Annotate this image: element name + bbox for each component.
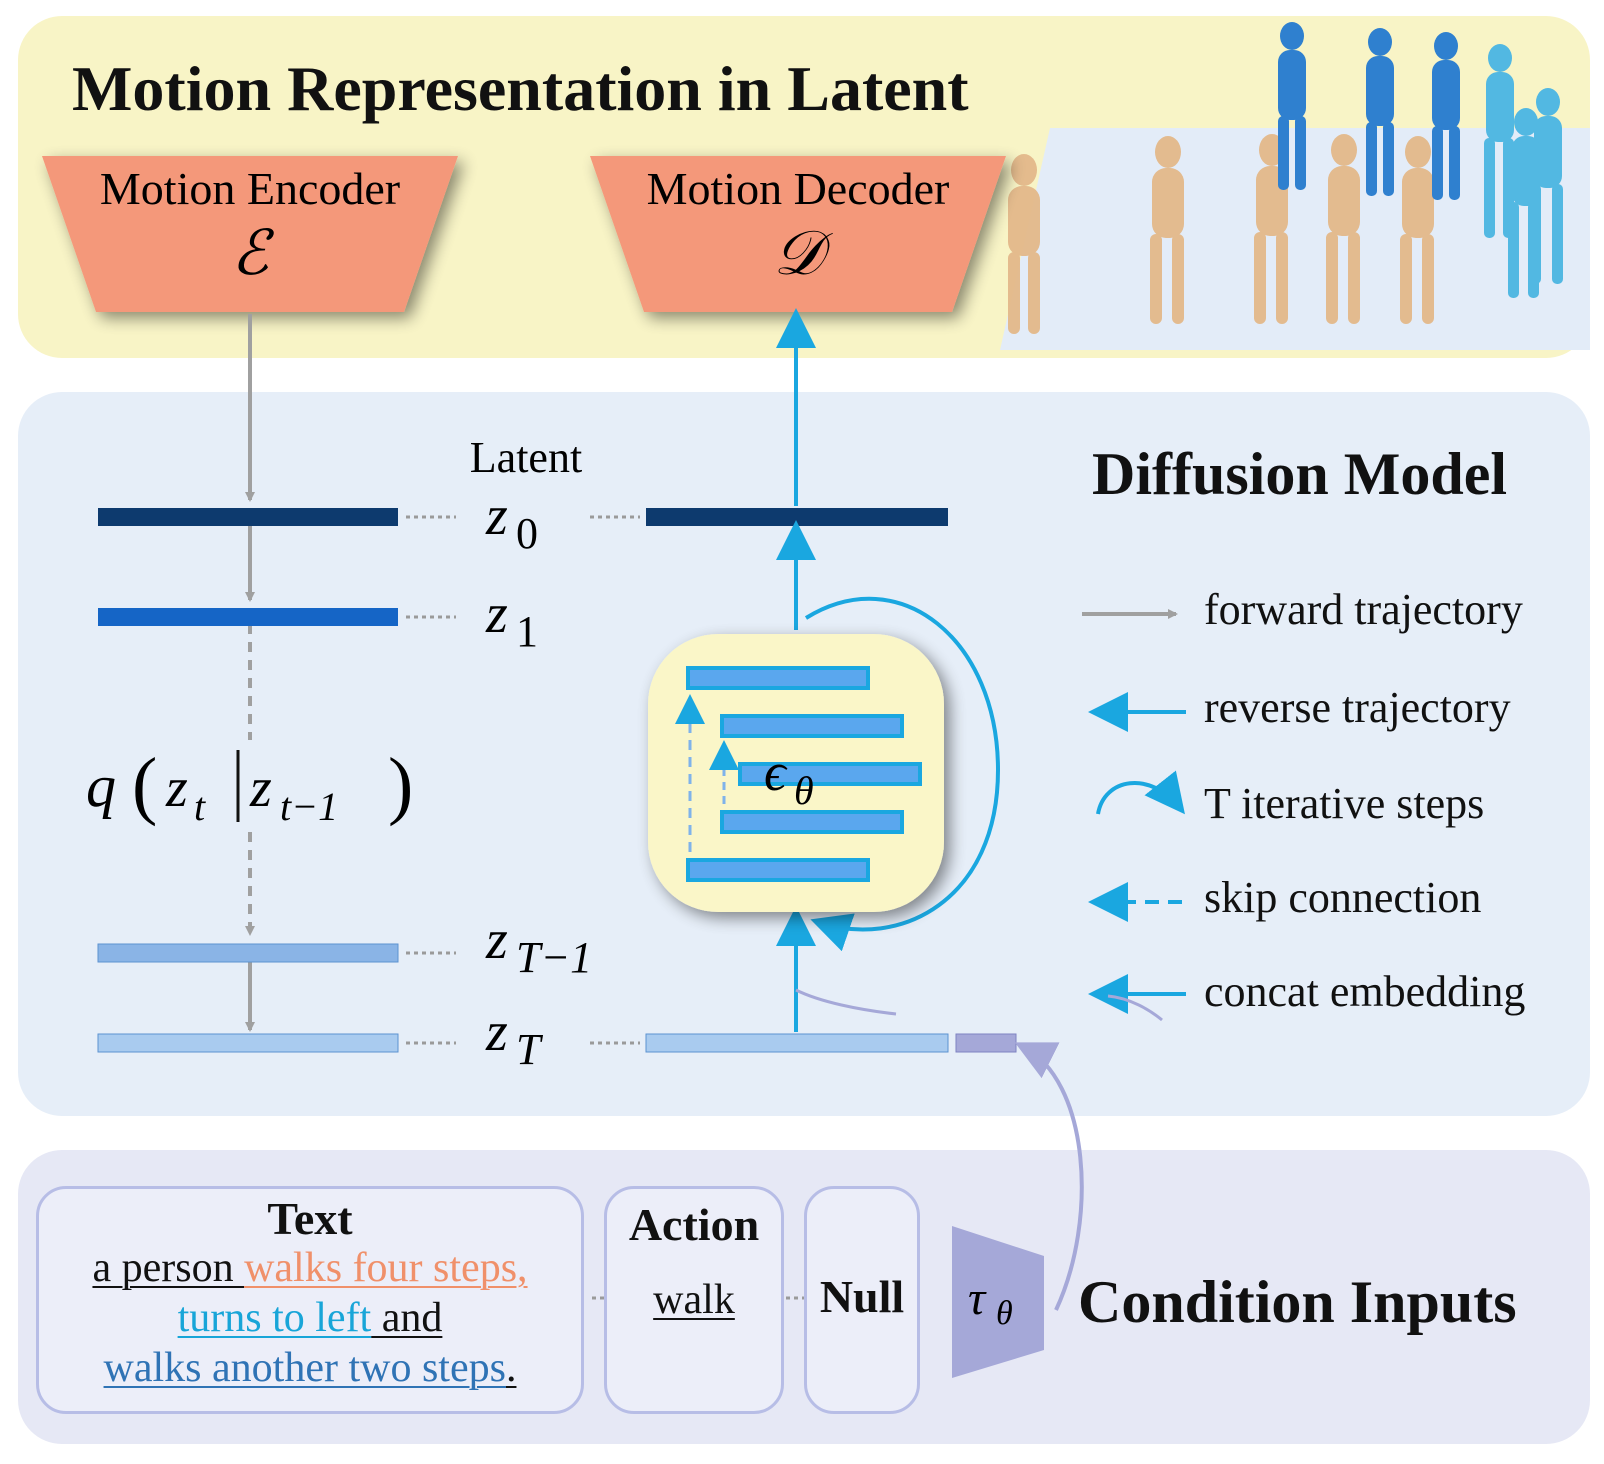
action-condition-heading: Action <box>628 1199 760 1250</box>
text-phrase-walk-four: walks four steps, <box>244 1245 528 1291</box>
action-condition-box: Action walk <box>604 1186 784 1414</box>
latent-bar-z1 <box>98 608 398 626</box>
legend-iterative-symbol <box>1096 770 1185 815</box>
encoder-label: Motion Encoder <box>100 163 400 214</box>
tau-symbol: τ <box>968 1272 987 1325</box>
svg-text:): ) <box>388 743 413 827</box>
condition-embedding-bar <box>955 1033 1017 1053</box>
svg-text:z: z <box>165 757 188 819</box>
motion-decoder-block <box>590 156 1006 312</box>
zT-1-subscript: T−1 <box>516 933 592 982</box>
zT-1-label: z <box>485 909 508 971</box>
encoder-symbol: ℰ <box>231 220 274 288</box>
svg-text:t: t <box>194 784 206 829</box>
tau-subscript: θ <box>996 1295 1013 1332</box>
svg-text:t−1: t−1 <box>280 784 338 829</box>
text-phrase-walk-two: walks another two steps <box>103 1345 506 1391</box>
svg-text:q: q <box>86 753 116 819</box>
svg-text:z: z <box>249 757 272 819</box>
posterior-formula: q ( z t z t−1 ) <box>86 743 413 829</box>
network-layer-2 <box>720 714 904 738</box>
walking-figures-illustration <box>1000 22 1590 350</box>
epsilon-subscript: θ <box>794 768 814 813</box>
legend-reverse-label: reverse trajectory <box>1204 683 1511 732</box>
network-layer-5 <box>686 858 870 882</box>
zT-label: z <box>485 1001 508 1063</box>
concat-curve <box>795 988 897 1016</box>
condition-embedding-arrow <box>1014 1042 1084 1311</box>
network-layer-3 <box>738 762 922 786</box>
text-condition-heading: Text <box>267 1193 353 1244</box>
diffusion-panel-title: Diffusion Model <box>1092 441 1508 507</box>
network-layer-4 <box>720 810 904 834</box>
text-encoder-tau-block <box>952 1226 1044 1378</box>
latent-heading: Latent <box>470 433 582 482</box>
latent-bar-z0-right <box>646 508 948 526</box>
decoder-label: Motion Decoder <box>647 163 950 214</box>
z1-subscript: 1 <box>516 607 538 656</box>
latent-bar-z0-left <box>98 508 398 526</box>
condition-panel-title: Condition Inputs <box>1078 1269 1517 1335</box>
text-condition-box: Text a person walks four steps, turns to… <box>36 1186 584 1414</box>
action-value: walk <box>653 1277 735 1323</box>
text-phrase-subject: a person <box>92 1245 245 1291</box>
svg-text:(: ( <box>132 743 157 827</box>
latent-bar-zT-1 <box>97 943 399 963</box>
null-condition-box: Null <box>804 1186 920 1414</box>
epsilon-symbol: ϵ <box>764 742 788 802</box>
legend-iterative-label: T iterative steps <box>1204 779 1485 828</box>
legend-concat-label: concat embedding <box>1204 967 1526 1016</box>
network-layer-1 <box>686 666 870 690</box>
text-phrase-turn-left: turns to left <box>177 1295 372 1341</box>
null-condition-label: Null <box>819 1271 905 1322</box>
legend-forward-label: forward trajectory <box>1204 585 1523 634</box>
z0-label: z <box>485 485 508 547</box>
zT-subscript: T <box>516 1025 544 1074</box>
z0-subscript: 0 <box>516 509 538 558</box>
latent-bar-zT-left <box>97 1033 399 1053</box>
text-phrase-period: . <box>505 1345 517 1391</box>
latent-panel-title: Motion Representation in Latent <box>72 53 969 124</box>
motion-encoder-block <box>42 156 458 312</box>
legend-skip-label: skip connection <box>1204 873 1482 922</box>
latent-bar-zT-right <box>645 1033 949 1053</box>
iterative-loop-arrow <box>804 597 1001 952</box>
text-phrase-and: and <box>371 1295 443 1341</box>
z1-label: z <box>485 583 508 645</box>
